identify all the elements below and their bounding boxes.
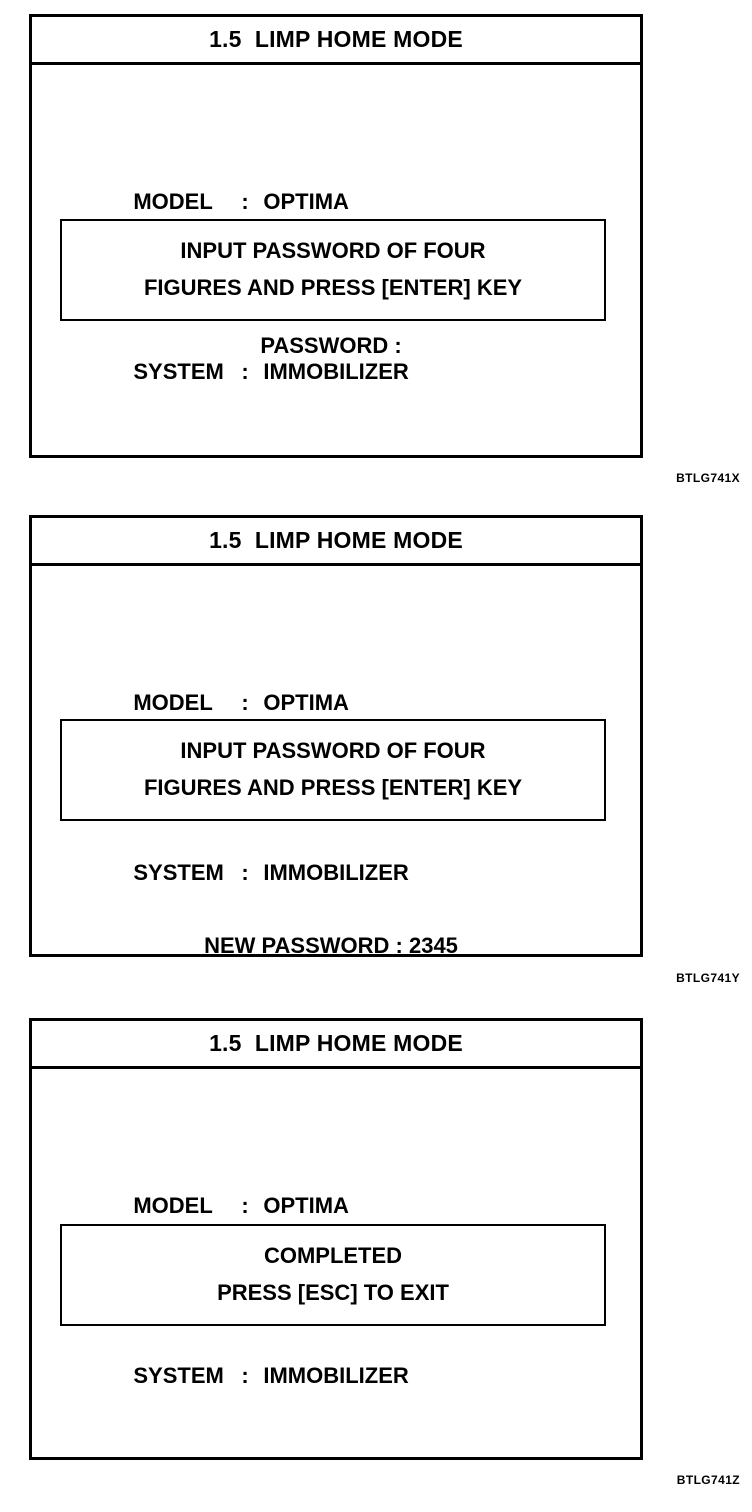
info-label-system: SYSTEM — [133, 1363, 224, 1388]
screen-body: MODEL: OPTIMA SYSTEM: IMMOBILIZER COMPLETE… — [32, 1069, 640, 1505]
message-line: COMPLETED — [263, 1243, 403, 1268]
info-value-system: IMMOBILIZER — [263, 359, 409, 384]
info-row-model: MODEL: OPTIMA — [60, 151, 409, 253]
vehicle-info-list: MODEL: OPTIMA SYSTEM: IMMOBILIZER — [60, 83, 409, 491]
message-line: INPUT PASSWORD OF FOUR — [180, 738, 486, 763]
info-separator: : — [241, 690, 249, 715]
info-value-model: OPTIMA — [263, 189, 349, 214]
info-row-model: MODEL: OPTIMA — [60, 652, 409, 754]
vehicle-info-list: MODEL: OPTIMA SYSTEM: IMMOBILIZER — [60, 584, 409, 992]
vehicle-info-list: MODEL: OPTIMA SYSTEM: IMMOBILIZER — [60, 1087, 409, 1495]
info-row-system: SYSTEM: IMMOBILIZER — [60, 822, 409, 924]
info-row-system: SYSTEM: IMMOBILIZER — [60, 1325, 409, 1427]
screen-body: MODEL: OPTIMA SYSTEM: IMMOBILIZER INPUT PA… — [32, 566, 640, 1002]
info-separator: : — [241, 1363, 249, 1388]
figure-caption: BTLG741X — [676, 471, 740, 485]
info-label-system: SYSTEM — [133, 359, 224, 384]
figure-btlg741x: 1.5 LIMP HOME MODE MODEL: OPTIMA SYSTEM: I… — [0, 0, 752, 505]
info-value-system: IMMOBILIZER — [263, 1363, 409, 1388]
screen-body: MODEL: OPTIMA SYSTEM: IMMOBILIZER INPUT PA… — [32, 65, 640, 503]
info-label-model: MODEL — [133, 690, 213, 715]
new-password-value: NEW PASSWORD : 2345 — [204, 933, 458, 958]
figure-caption: BTLG741Z — [676, 1473, 740, 1487]
info-separator: : — [241, 860, 249, 885]
screen-title: 1.5 LIMP HOME MODE — [32, 17, 640, 65]
message-box: INPUT PASSWORD OF FOUR FIGURES AND PRESS… — [60, 219, 606, 321]
info-row-model: MODEL: OPTIMA — [60, 1155, 409, 1257]
info-value-model: OPTIMA — [263, 690, 349, 715]
info-value-model: OPTIMA — [263, 1193, 349, 1218]
message-box: COMPLETED PRESS [ESC] TO EXIT — [60, 1224, 606, 1326]
message-box: INPUT PASSWORD OF FOUR FIGURES AND PRESS… — [60, 719, 606, 821]
figure-caption: BTLG741Y — [676, 971, 740, 985]
figure-btlg741z: 1.5 LIMP HOME MODE MODEL: OPTIMA SYSTEM: I… — [0, 1010, 752, 1512]
message-line: FIGURES AND PRESS [ENTER] KEY — [143, 775, 523, 800]
message-line: INPUT PASSWORD OF FOUR — [180, 238, 486, 263]
figure-btlg741y: 1.5 LIMP HOME MODE MODEL: OPTIMA SYSTEM: I… — [0, 505, 752, 1010]
message-line: PRESS [ESC] TO EXIT — [217, 1280, 449, 1305]
screen-title: 1.5 LIMP HOME MODE — [32, 1021, 640, 1069]
info-label-system: SYSTEM — [133, 860, 224, 885]
info-row-system: SYSTEM: IMMOBILIZER — [60, 321, 409, 423]
message-line: FIGURES AND PRESS [ENTER] KEY — [143, 275, 523, 300]
screen-title: 1.5 LIMP HOME MODE — [32, 518, 640, 566]
scan-tool-screen: 1.5 LIMP HOME MODE MODEL: OPTIMA SYSTEM: I… — [29, 14, 643, 458]
scan-tool-screen: 1.5 LIMP HOME MODE MODEL: OPTIMA SYSTEM: I… — [29, 515, 643, 958]
info-value-system: IMMOBILIZER — [263, 860, 409, 885]
scan-tool-screen: 1.5 LIMP HOME MODE MODEL: OPTIMA SYSTEM: I… — [29, 1018, 643, 1460]
info-label-model: MODEL — [133, 189, 213, 214]
password-prompt: PASSWORD : — [260, 333, 402, 358]
info-separator: : — [241, 189, 249, 214]
info-separator: : — [241, 1193, 249, 1218]
info-separator: : — [241, 359, 249, 384]
info-label-model: MODEL — [133, 1193, 213, 1218]
